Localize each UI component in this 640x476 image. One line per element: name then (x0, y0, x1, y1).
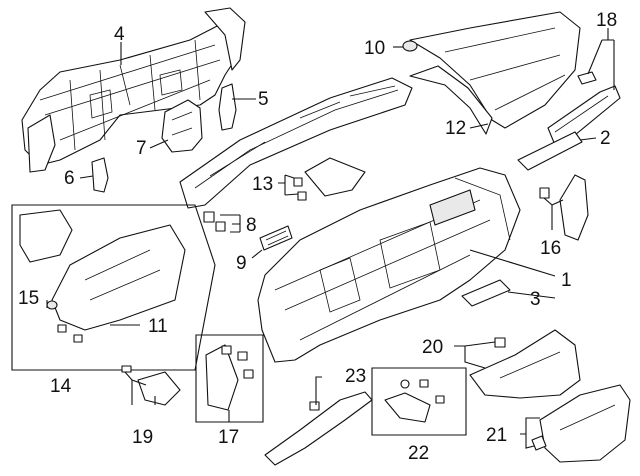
part-9-vent (259, 225, 293, 251)
callout-8: 8 (246, 215, 257, 236)
part-8-defroster-panel (179, 77, 413, 232)
leader-lines (46, 28, 615, 449)
callout-6: 6 (64, 168, 75, 189)
callout-17: 17 (218, 427, 239, 448)
callout-18: 18 (596, 10, 617, 31)
part-18-trim (547, 71, 621, 146)
callout-4: 4 (114, 24, 125, 45)
callout-11: 11 (148, 316, 168, 337)
callout-23: 23 (345, 366, 366, 387)
part-20-side-panel (469, 329, 581, 399)
callout-2: 2 (600, 128, 611, 149)
part-23-lower-trim (264, 391, 373, 466)
group-14-box (11, 204, 216, 371)
callout-20: 20 (422, 337, 443, 358)
part-6-bracket (91, 157, 109, 193)
callout-12: 12 (445, 118, 466, 139)
part-5-bracket (218, 83, 237, 131)
callout-22: 22 (408, 443, 429, 464)
callout-9: 9 (236, 253, 247, 274)
callout-7: 7 (136, 138, 147, 159)
callout-5: 5 (258, 89, 269, 110)
callout-13: 13 (252, 174, 273, 195)
part-4-crosscar-beam (21, 7, 246, 173)
part-1-instrument-panel (257, 167, 521, 363)
callout-19: 19 (132, 427, 153, 448)
part-2-bracket (517, 131, 583, 171)
callout-labels: 1 2 3 4 5 6 7 8 9 10 11 12 13 14 15 16 1… (18, 10, 617, 464)
group-22-box (371, 367, 467, 436)
part-13-cover (293, 157, 366, 201)
callout-14: 14 (50, 376, 72, 397)
callout-21: 21 (486, 425, 507, 446)
part-12-upper-cover (402, 11, 581, 135)
part-21-side-panel (531, 384, 631, 463)
callout-3: 3 (530, 289, 541, 310)
callout-16: 16 (540, 238, 561, 259)
part-16-bracket (539, 174, 589, 241)
callout-10: 10 (364, 38, 385, 59)
part-3-insert (461, 279, 511, 307)
callout-1: 1 (561, 270, 572, 291)
part-19-cover (121, 365, 181, 406)
part-7-bracket (161, 99, 203, 153)
group-17-box (195, 334, 264, 423)
callout-15: 15 (18, 288, 39, 309)
